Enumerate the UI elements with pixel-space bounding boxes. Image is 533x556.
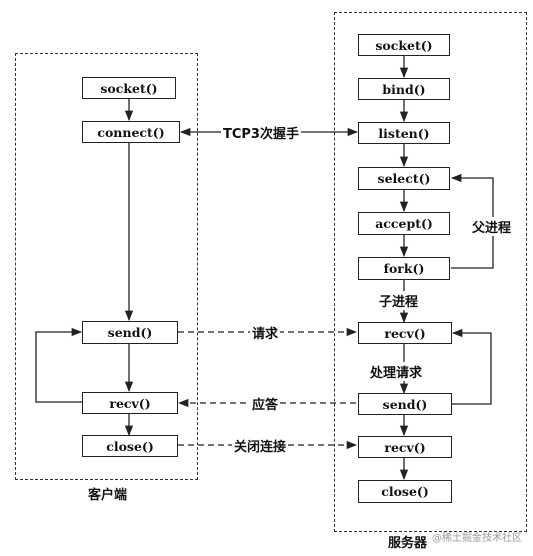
client-send-box: send() xyxy=(82,321,178,344)
client-region xyxy=(15,53,198,480)
server-fork-box: fork() xyxy=(358,257,450,280)
client-socket-box: socket() xyxy=(82,77,176,99)
server-region-label: 服务器 xyxy=(388,536,428,551)
handshake-label: TCP3次握手 xyxy=(221,123,301,142)
server-close-box: close() xyxy=(358,480,452,503)
server-select-box: select() xyxy=(358,167,450,190)
client-region-label: 客户端 xyxy=(86,484,130,503)
server-region xyxy=(334,12,527,532)
close-connection-label: 关闭连接 xyxy=(232,436,289,455)
client-close-box: close() xyxy=(82,435,178,457)
server-recv2-box: recv() xyxy=(358,436,452,458)
handle-request-label: 处理请求 xyxy=(368,362,425,381)
edge-client-loop xyxy=(35,327,83,403)
response-label: 应答 xyxy=(250,394,281,413)
edge-server-loop xyxy=(451,328,492,405)
child-process-label: 子进程 xyxy=(377,291,421,310)
watermark-text: @稀土掘金技术社区 xyxy=(432,533,522,544)
parent-process-label: 父进程 xyxy=(470,217,514,236)
client-recv-box: recv() xyxy=(82,392,178,414)
server-socket-box: socket() xyxy=(358,34,450,56)
client-connect-box: connect() xyxy=(82,121,180,143)
server-accept-box: accept() xyxy=(358,212,450,235)
server-recv-box: recv() xyxy=(358,322,452,344)
request-label: 请求 xyxy=(250,323,281,342)
server-listen-box: listen() xyxy=(358,122,450,144)
server-send-box: send() xyxy=(358,393,452,415)
server-bind-box: bind() xyxy=(358,78,450,100)
